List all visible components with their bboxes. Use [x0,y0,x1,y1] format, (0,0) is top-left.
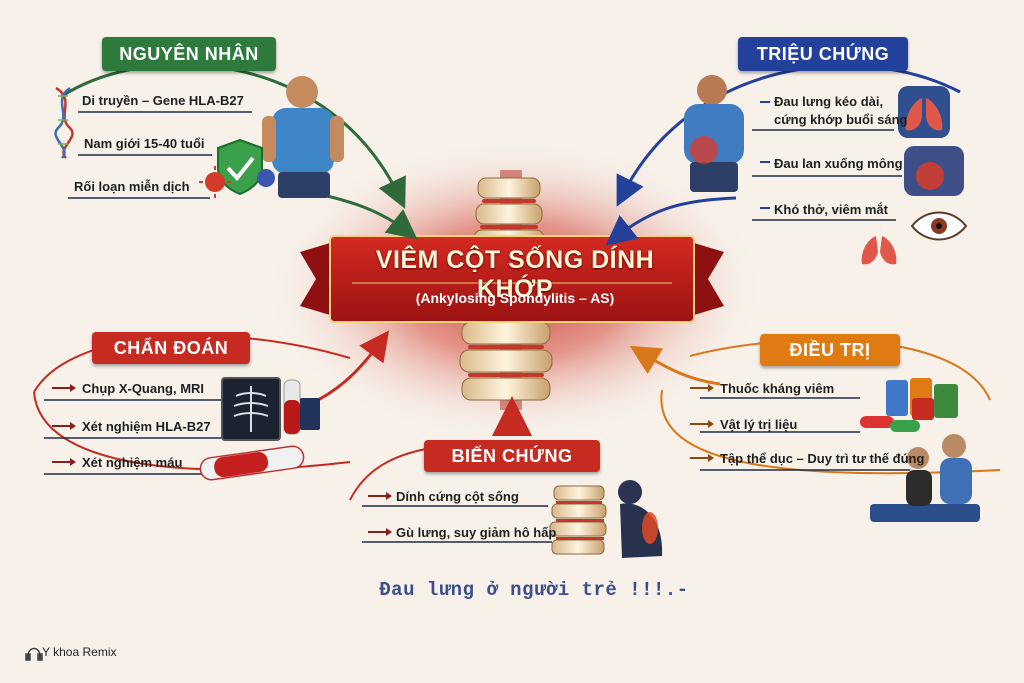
diagnosis-item: Chụp X-Quang, MRI [82,381,205,396]
pill-bottles-icon [860,378,958,432]
headphones-icon [25,647,43,661]
symptom-item: Khó thở, viêm mắt [774,202,888,217]
complications-heading: BIẾN CHỨNG [424,440,600,472]
symptom-item: Đau lan xuống mông [774,156,903,171]
dna-icon [54,86,74,159]
treatment-item: Tập thể dục – Duy trì tư thế đúng [720,451,925,466]
lungs-icon [861,236,897,265]
watermark: Y khoa Remix [42,645,117,659]
symptoms-heading: TRIỆU CHỨNG [738,37,908,71]
lungs-icon [898,86,950,138]
footer-caption: Đau lưng ở người trẻ !!!.- [379,579,689,601]
diagnosis-heading: CHẨN ĐOÁN [92,332,250,364]
symptom-item: Đau lưng kéo dài, [774,94,884,109]
eye-icon [910,211,968,241]
buttock-pain-icon [904,146,964,196]
title-banner [300,235,724,323]
complication-item: Gù lưng, suy giảm hô hấp [396,525,557,540]
shield-check-icon [217,138,263,196]
spine-icon [549,485,607,555]
treatment-heading: ĐIỀU TRỊ [760,334,900,366]
cause-item: Di truyền – Gene HLA-B27 [82,93,244,108]
complication-item: Dính cứng cột sống [396,489,519,504]
xray-icon [221,377,281,441]
page-subtitle: (Ankylosing Spondylitis – AS) [415,290,615,306]
symptom-item: cứng khớp buổi sáng [774,112,908,127]
person-back-icon [262,76,344,198]
treatment-item: Vật lý trị liệu [720,417,798,432]
therapist-icon [870,434,980,522]
cause-heading: NGUYÊN NHÂN [102,37,276,71]
symptoms-arrow [616,64,961,207]
blood-tube-icon [283,379,320,435]
cause-item: Rối loạn miễn dịch [74,179,190,194]
page-title: VIÊM CỘT SỐNG DÍNH KHỚP [375,246,655,303]
hunched-back-icon [618,480,663,558]
treatment-arrow [629,345,721,386]
test-tube-icon [199,445,305,481]
person-back-icon [684,75,744,192]
treatment-item: Thuốc kháng viêm [720,381,835,396]
diagnosis-item: Xét nghiệm máu [82,455,183,470]
virus-icon [199,166,275,198]
cause-item: Nam giới 15-40 tuổi [84,136,205,151]
diagnosis-item: Xét nghiệm HLA-B27 [82,419,211,434]
